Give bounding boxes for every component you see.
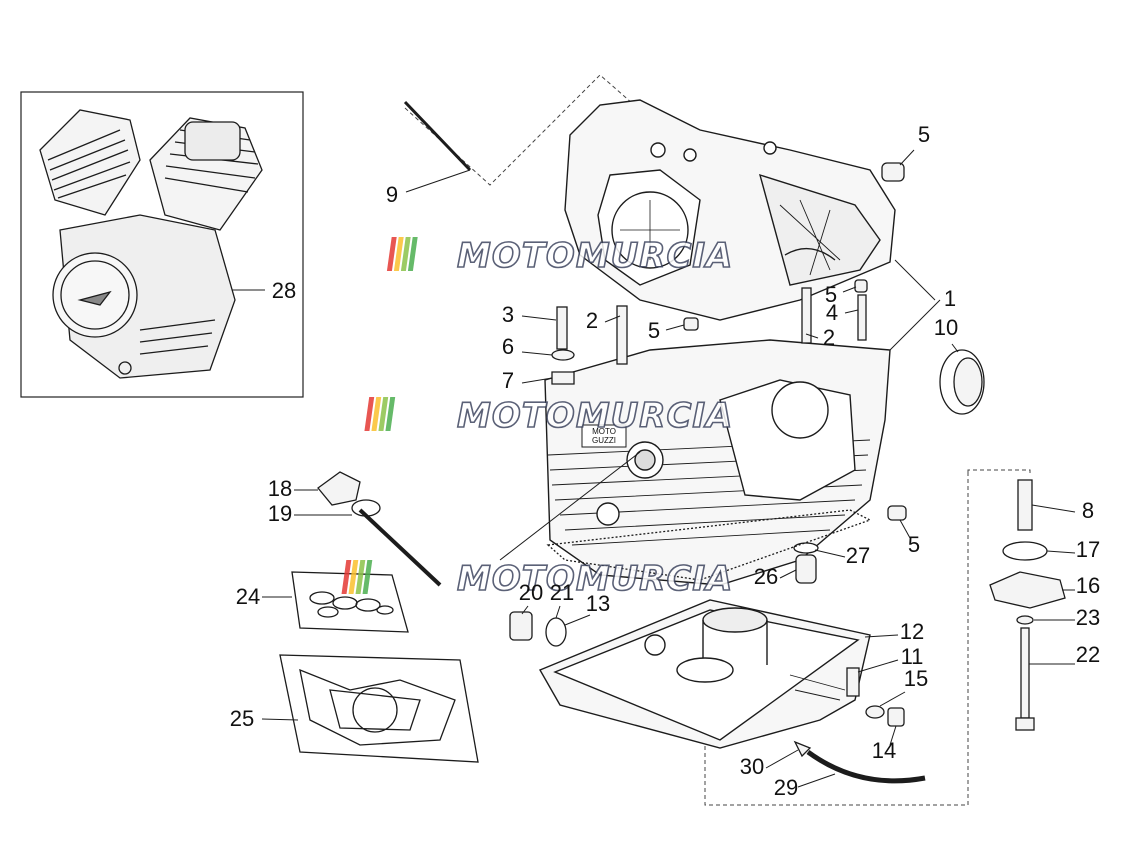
callout-29: 29	[774, 775, 798, 800]
leader-line-5	[899, 519, 911, 539]
leader-line-25	[261, 718, 299, 721]
leader-line-3	[521, 315, 557, 321]
leader-line-27	[814, 549, 846, 558]
leader-line-1	[894, 259, 936, 301]
callout-5: 5	[825, 282, 837, 307]
callout-10: 10	[934, 315, 958, 340]
engine-inset	[20, 91, 304, 398]
callout-19: 19	[268, 501, 292, 526]
watermark-stripe	[385, 397, 396, 431]
callout-8: 8	[1082, 498, 1094, 523]
callout-30: 30	[740, 754, 764, 779]
callout-4: 4	[826, 300, 838, 325]
callout-22: 22	[1076, 642, 1100, 667]
leader-line-12	[864, 634, 899, 638]
small-parts	[279, 100, 1066, 784]
leader-line-7	[521, 377, 553, 384]
callout-2: 2	[586, 308, 598, 333]
leader-line-4	[844, 309, 859, 314]
watermark-text: MOTOMURCIA	[457, 396, 733, 436]
callout-2: 2	[823, 325, 835, 350]
leader-line-17	[1046, 550, 1076, 554]
callout-5: 5	[918, 122, 930, 147]
leader-line-13b	[499, 451, 641, 561]
leader-line-15	[879, 691, 906, 707]
crankcase-upper	[564, 99, 896, 321]
oil-sump	[538, 599, 871, 749]
leader-lines	[232, 149, 1076, 788]
leader-line-30	[765, 749, 799, 769]
callout-25: 25	[230, 706, 254, 731]
watermark-1: MOTOMURCIA	[386, 235, 733, 277]
leader-line-8	[1031, 504, 1076, 513]
callout-13: 13	[586, 591, 610, 616]
watermark-layer: MOTOMURCIA MOTOMURCIA MOTOMURCIA	[341, 235, 733, 600]
crankcase-lower: MOTO GUZZI	[544, 339, 891, 586]
watermark-stripe	[355, 560, 366, 594]
watermark-stripe	[400, 237, 411, 271]
callout-24: 24	[236, 584, 260, 609]
callout-14: 14	[872, 738, 896, 763]
watermark-stripe	[348, 560, 359, 594]
leader-line-9	[405, 169, 471, 193]
leader-line-11	[857, 659, 899, 673]
leader-line-6	[521, 351, 553, 356]
callout-11: 11	[901, 644, 924, 669]
callout-15: 15	[904, 666, 928, 691]
watermark-stripe	[407, 237, 418, 271]
watermark-stripe	[362, 560, 373, 594]
callout-9: 9	[386, 182, 398, 207]
leader-line-1b	[889, 299, 941, 351]
leader-line-5	[842, 286, 857, 293]
callout-6: 6	[502, 334, 514, 359]
watermark-text: MOTOMURCIA	[457, 236, 733, 276]
leader-line-5	[899, 149, 915, 166]
leader-line-2	[604, 315, 621, 323]
callout-5: 5	[908, 532, 920, 557]
watermark-stripe	[393, 237, 404, 271]
leader-line-10	[951, 343, 959, 353]
callout-18: 18	[268, 476, 292, 501]
stamp-line-2: GUZZI	[592, 436, 616, 445]
leader-line-2	[805, 333, 819, 339]
watermark-text: MOTOMURCIA	[457, 559, 733, 599]
leader-line-29	[797, 773, 836, 788]
watermark-2: MOTOMURCIA	[364, 395, 733, 437]
watermark-stripe	[378, 397, 389, 431]
callout-1: 1	[944, 286, 956, 311]
callout-20: 20	[519, 580, 543, 605]
leader-line-26	[779, 569, 797, 579]
watermark-stripe	[371, 397, 382, 431]
watermark-3: MOTOMURCIA	[341, 558, 733, 600]
callout-28: 28	[272, 278, 296, 303]
leader-line-21	[555, 605, 561, 619]
leader-line-13	[564, 614, 591, 626]
callout-12: 12	[900, 619, 924, 644]
watermark-stripe	[386, 237, 397, 271]
leader-line-20	[521, 605, 529, 615]
callout-5: 5	[648, 318, 660, 343]
stamp-line-1: MOTO	[592, 427, 616, 436]
callout-21: 21	[550, 580, 574, 605]
callout-27: 27	[846, 543, 870, 568]
callout-16: 16	[1076, 573, 1100, 598]
watermark-stripe	[364, 397, 375, 431]
engine-illustration	[39, 109, 263, 379]
callout-23: 23	[1076, 605, 1100, 630]
callout-26: 26	[754, 564, 778, 589]
leader-line-14	[889, 725, 897, 746]
callout-17: 17	[1076, 537, 1100, 562]
watermark-stripe	[341, 560, 352, 594]
callout-3: 3	[502, 302, 514, 327]
callout-7: 7	[502, 368, 514, 393]
leader-line-5	[665, 324, 685, 331]
